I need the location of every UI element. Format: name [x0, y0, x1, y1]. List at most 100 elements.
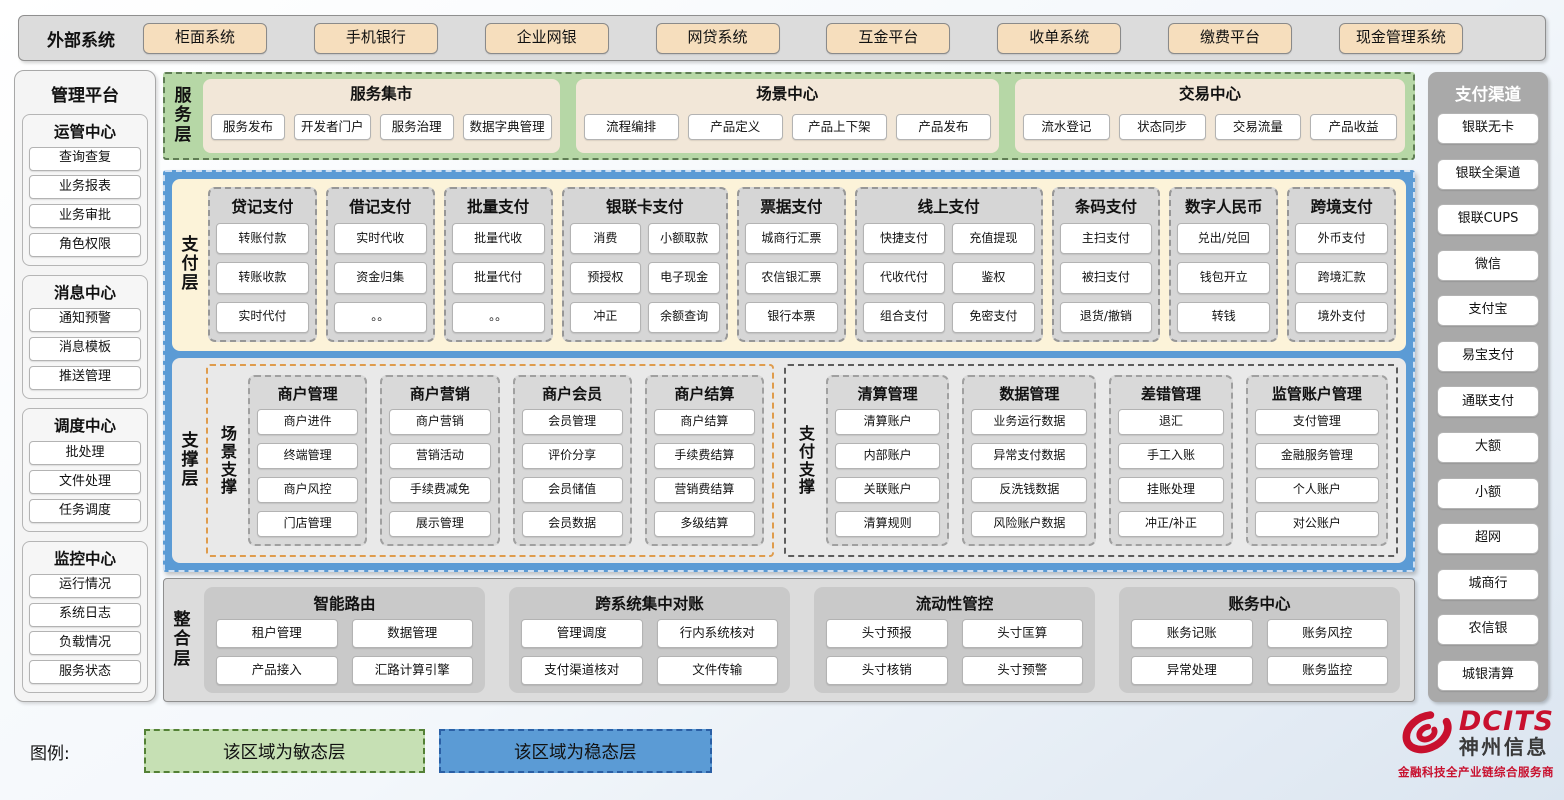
service-layer-label: 服务层 — [169, 79, 197, 153]
payment-column: 贷记支付转账付款转账收款实时代付 — [208, 187, 317, 342]
integration-item-box: 账务记账 — [1131, 619, 1253, 648]
payment-item-box: 预授权 — [570, 262, 642, 293]
management-platform-panel: 管理平台 运管中心查询查复业务报表业务审批角色权限消息中心通知预警消息模板推送管… — [14, 70, 156, 702]
support-item-box: 会员数据 — [522, 511, 623, 537]
support-column-title: 差错管理 — [1118, 383, 1223, 404]
payment-column-title: 借记支付 — [334, 195, 427, 217]
management-item-box: 业务审批 — [29, 204, 141, 228]
payment-channel-box: 超网 — [1437, 523, 1539, 554]
payment-channel-box: 银联CUPS — [1437, 204, 1539, 235]
payment-channel-items: 银联无卡银联全渠道银联CUPS微信支付宝易宝支付通联支付大额小额超网城商行农信银… — [1437, 113, 1539, 691]
support-item-box: 评价分享 — [522, 443, 623, 469]
support-column-title: 数据管理 — [971, 383, 1087, 404]
payment-channel-box: 城银清算 — [1437, 660, 1539, 691]
payment-column: 条码支付主扫支付被扫支付退货/撤销 — [1052, 187, 1161, 342]
service-section-title: 场景中心 — [584, 82, 991, 104]
management-group-title: 消息中心 — [29, 281, 141, 303]
payment-item-box: 转钱 — [1177, 302, 1270, 333]
integration-section: 智能路由租户管理数据管理产品接入汇路计算引擎 — [204, 587, 485, 693]
external-system-box: 互金平台 — [826, 23, 950, 54]
payment-channel-box: 支付宝 — [1437, 295, 1539, 326]
external-systems-label: 外部系统 — [47, 26, 115, 51]
payment-column: 借记支付实时代收资金归集。。 — [326, 187, 435, 342]
payment-channel-box: 大额 — [1437, 432, 1539, 463]
external-system-box: 现金管理系统 — [1339, 23, 1463, 54]
service-section: 场景中心流程编排产品定义产品上下架产品发布 — [576, 79, 999, 153]
support-items: 业务运行数据异常支付数据反洗钱数据风险账户数据 — [971, 409, 1087, 537]
payment-item-box: 消费 — [570, 223, 642, 254]
payment-layer: 支付层 贷记支付转账付款转账收款实时代付借记支付实时代收资金归集。。批量支付批量… — [172, 179, 1406, 351]
payment-column-title: 线上支付 — [863, 195, 1035, 217]
support-item-box: 清算规则 — [835, 511, 940, 537]
integration-item-box: 行内系统核对 — [657, 619, 779, 648]
support-item-box: 商户进件 — [257, 409, 358, 435]
payment-item-box: 快捷支付 — [863, 223, 945, 254]
service-item-box: 产品收益 — [1310, 114, 1397, 140]
support-column: 商户营销商户营销营销活动手续费减免展示管理 — [380, 375, 499, 546]
support-column: 清算管理清算账户内部账户关联账户清算规则 — [826, 375, 949, 546]
payment-column: 跨境支付外币支付跨境汇款境外支付 — [1287, 187, 1396, 342]
integration-section-title: 流动性管控 — [826, 592, 1083, 614]
payment-column: 线上支付快捷支付充值提现代收代付鉴权组合支付免密支付 — [855, 187, 1043, 342]
integration-item-box: 汇路计算引擎 — [352, 656, 474, 685]
management-group-title: 监控中心 — [29, 547, 141, 569]
integration-items-grid: 账务记账账务风控异常处理账务监控 — [1131, 619, 1388, 685]
payment-item-box: 实时代收 — [334, 223, 427, 254]
payment-item-box: 。。 — [334, 302, 427, 333]
service-item-box: 产品上下架 — [792, 114, 887, 140]
payment-items-grid: 外币支付跨境汇款境外支付 — [1295, 223, 1388, 333]
payment-channel-box: 银联全渠道 — [1437, 159, 1539, 190]
payment-item-box: 农信银汇票 — [745, 262, 838, 293]
management-item-box: 系统日志 — [29, 603, 141, 627]
management-item-box: 运行情况 — [29, 574, 141, 598]
integration-item-box: 头寸预报 — [826, 619, 948, 648]
support-column-title: 商户结算 — [654, 383, 755, 404]
support-items: 退汇手工入账挂账处理冲正/补正 — [1118, 409, 1223, 537]
integration-item-box: 异常处理 — [1131, 656, 1253, 685]
integration-items-grid: 管理调度行内系统核对支付渠道核对文件传输 — [521, 619, 778, 685]
payment-column-title: 条码支付 — [1060, 195, 1153, 217]
support-item-box: 内部账户 — [835, 443, 940, 469]
payment-item-box: 转账付款 — [216, 223, 309, 254]
support-item-box: 金融服务管理 — [1255, 443, 1379, 469]
logo-tagline: 金融科技全产业链综合服务商 — [1398, 764, 1554, 780]
logo-company: 神州信息 — [1459, 737, 1554, 757]
support-items: 清算账户内部账户关联账户清算规则 — [835, 409, 940, 537]
payment-column-title: 贷记支付 — [216, 195, 309, 217]
payment-channel-box: 银联无卡 — [1437, 113, 1539, 144]
support-item-box: 冲正/补正 — [1118, 511, 1223, 537]
service-section-title: 交易中心 — [1023, 82, 1397, 104]
management-item-box: 消息模板 — [29, 337, 141, 361]
service-section: 服务集市服务发布开发者门户服务治理数据字典管理 — [203, 79, 560, 153]
payment-channel-box: 通联支付 — [1437, 386, 1539, 417]
support-item-box: 手续费减免 — [389, 477, 490, 503]
support-item-box: 关联账户 — [835, 477, 940, 503]
support-items: 支付管理金融服务管理个人账户对公账户 — [1255, 409, 1379, 537]
support-item-box: 退汇 — [1118, 409, 1223, 435]
payment-channel-box: 农信银 — [1437, 614, 1539, 645]
support-item-box: 挂账处理 — [1118, 477, 1223, 503]
dcits-swirl-icon — [1398, 703, 1456, 761]
payment-items-grid: 实时代收资金归集。。 — [334, 223, 427, 333]
payment-items-grid: 消费小额取款预授权电子现金冲正余额查询 — [570, 223, 720, 333]
payment-column-title: 数字人民币 — [1177, 195, 1270, 217]
payment-item-box: 城商行汇票 — [745, 223, 838, 254]
management-group: 监控中心运行情况系统日志负载情况服务状态 — [22, 541, 148, 693]
support-item-box: 多级结算 — [654, 511, 755, 537]
support-column-title: 商户营销 — [389, 383, 490, 404]
integration-item-box: 账务监控 — [1267, 656, 1389, 685]
logo-text: DCITS 神州信息 — [1459, 708, 1554, 757]
payment-column-title: 银联卡支付 — [570, 195, 720, 217]
support-item-box: 业务运行数据 — [971, 409, 1087, 435]
support-item-box: 营销费结算 — [654, 477, 755, 503]
payment-item-box: 组合支付 — [863, 302, 945, 333]
payment-item-box: 兑出/兑回 — [1177, 223, 1270, 254]
integration-item-box: 支付渠道核对 — [521, 656, 643, 685]
support-item-box: 终端管理 — [257, 443, 358, 469]
payment-item-box: 。。 — [452, 302, 545, 333]
payment-items-grid: 主扫支付被扫支付退货/撤销 — [1060, 223, 1153, 333]
integration-items-grid: 租户管理数据管理产品接入汇路计算引擎 — [216, 619, 473, 685]
payment-items-grid: 兑出/兑回钱包开立转钱 — [1177, 223, 1270, 333]
payment-item-box: 冲正 — [570, 302, 642, 333]
support-columns: 商户管理商户进件终端管理商户风控门店管理商户营销商户营销营销活动手续费减免展示管… — [246, 372, 766, 549]
